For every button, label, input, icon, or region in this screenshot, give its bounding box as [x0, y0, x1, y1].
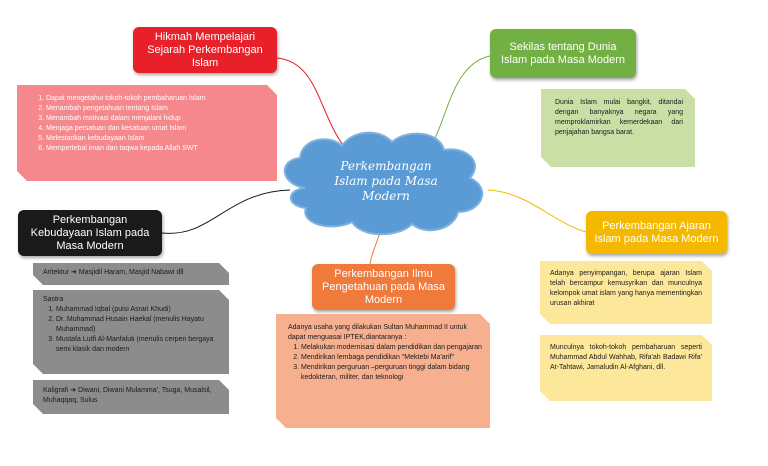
link-kebudayaan [161, 189, 291, 234]
topic-hikmah-line1: Hikmah Mempelajari [154, 30, 256, 43]
sastra-item: Mustafa Lutfi Al-Manfaluti (menulis cerp… [56, 335, 223, 355]
link-sekilas [429, 55, 491, 149]
topic-sekilas: Sekilas tentang Dunia Islam pada Masa Mo… [490, 29, 636, 78]
arsitektur-text: Aritektur ➔ Masjidil Haram, Masjid Nabaw… [43, 269, 184, 276]
topic-hikmah: Hikmah Mempelajari Sejarah Perkembangan … [133, 27, 277, 73]
topic-ajaran-line1: Perkembangan Ajaran [602, 219, 711, 232]
hikmah-item: Mempertebal iman dan taqwa kepada Allah … [46, 144, 269, 154]
sekilas-note: Dunia Islam mulai bangkit, ditandai deng… [541, 89, 695, 167]
hikmah-item: Menambah pengetahuan tentang Islam [46, 104, 269, 114]
sastra-heading: Sastra [43, 296, 64, 303]
topic-kebudayaan: Perkembangan Kebudayaan Islam pada Masa … [18, 210, 162, 256]
topic-ilmu-line1: Perkembangan Ilmu [334, 267, 433, 280]
hikmah-item: Menjaga persatuan dan kesatuan umat Isla… [46, 124, 269, 134]
arsitektur-note: Aritektur ➔ Masjidil Haram, Masjid Nabaw… [33, 263, 229, 285]
central-cloud [283, 131, 483, 236]
link-ajaran [487, 189, 587, 233]
topic-kebudayaan-line2: Kebudayaan Islam pada [30, 226, 150, 239]
ilmu-note: Adanya usaha yang dilakukan Sultan Muham… [276, 314, 490, 428]
sastra-note: Sastra Muhammad Iqbal (puisi Asrari Khud… [33, 290, 229, 374]
topic-kebudayaan-line1: Perkembangan [52, 213, 128, 226]
sastra-item: Muhammad Iqbal (puisi Asrari Khudi) [56, 305, 223, 315]
central-topic-line3: Modern [362, 189, 410, 203]
hikmah-item: Melestarikan kebudayaan Islam [46, 134, 269, 144]
kaligrafi-text: Kaligrafi ➔ Diwani, Diwani Mulamma', Tsu… [43, 387, 212, 404]
topic-ilmu: Perkembangan Ilmu Pengetahuan pada Masa … [312, 264, 455, 310]
topic-hikmah-line3: Islam [191, 56, 219, 69]
central-topic-line1: Perkembangan [340, 159, 432, 173]
central-topic-line2: Islam pada Masa [334, 174, 438, 188]
topic-ajaran-line2: Islam pada Masa Modern [594, 232, 719, 245]
ajaran-note-1-text: Adanya penyimpangan, berupa ajaran Islam… [550, 270, 702, 307]
topic-hikmah-line2: Sejarah Perkembangan [147, 43, 263, 56]
topic-ilmu-line3: Modern [364, 293, 403, 306]
topic-ilmu-line2: Pengetahuan pada Masa [322, 280, 445, 293]
sastra-item: Dr. Muhammad Husain Haekal (menulis Haya… [56, 315, 223, 335]
ilmu-item: Mendirikan lembaga pendidikan "Mektebi M… [301, 353, 482, 363]
topic-sekilas-line2: Islam pada Masa Modern [500, 53, 626, 66]
hikmah-list: Dapat mengetahui tokoh-tokoh pembaharuan… [33, 94, 269, 154]
ajaran-note-2: Munculnya tokoh-tokoh pembaharuan sepert… [540, 335, 712, 401]
topic-sekilas-line1: Sekilas tentang Dunia [509, 40, 617, 53]
ilmu-item: Melakukan modernisasi dalam pendidikan d… [301, 343, 482, 353]
link-ilmu [369, 231, 381, 265]
topic-kebudayaan-line3: Masa Modern [56, 239, 124, 252]
ilmu-intro: Adanya usaha yang dilakukan Sultan Muham… [288, 324, 468, 341]
ajaran-note-2-text: Munculnya tokoh-tokoh pembaharuan sepert… [550, 344, 702, 371]
hikmah-item: Menambah motivasi dalam menjalani hidup [46, 114, 269, 124]
sekilas-text: Dunia Islam mulai bangkit, ditandai deng… [555, 99, 683, 136]
sastra-list: Muhammad Iqbal (puisi Asrari Khudi) Dr. … [43, 305, 223, 355]
ajaran-note-1: Adanya penyimpangan, berupa ajaran Islam… [540, 261, 712, 324]
link-hikmah [276, 57, 346, 149]
ilmu-list: Melakukan modernisasi dalam pendidikan d… [288, 343, 482, 383]
kaligrafi-note: Kaligrafi ➔ Diwani, Diwani Mulamma', Tsu… [33, 380, 229, 414]
hikmah-item: Dapat mengetahui tokoh-tokoh pembaharuan… [46, 94, 269, 104]
ilmu-item: Mendirikan perguruan –perguruan tinggi d… [301, 363, 482, 383]
topic-ajaran: Perkembangan Ajaran Islam pada Masa Mode… [586, 211, 727, 254]
hikmah-note: Dapat mengetahui tokoh-tokoh pembaharuan… [17, 85, 277, 181]
central-topic: Perkembangan Islam pada Masa Modern [306, 159, 466, 204]
